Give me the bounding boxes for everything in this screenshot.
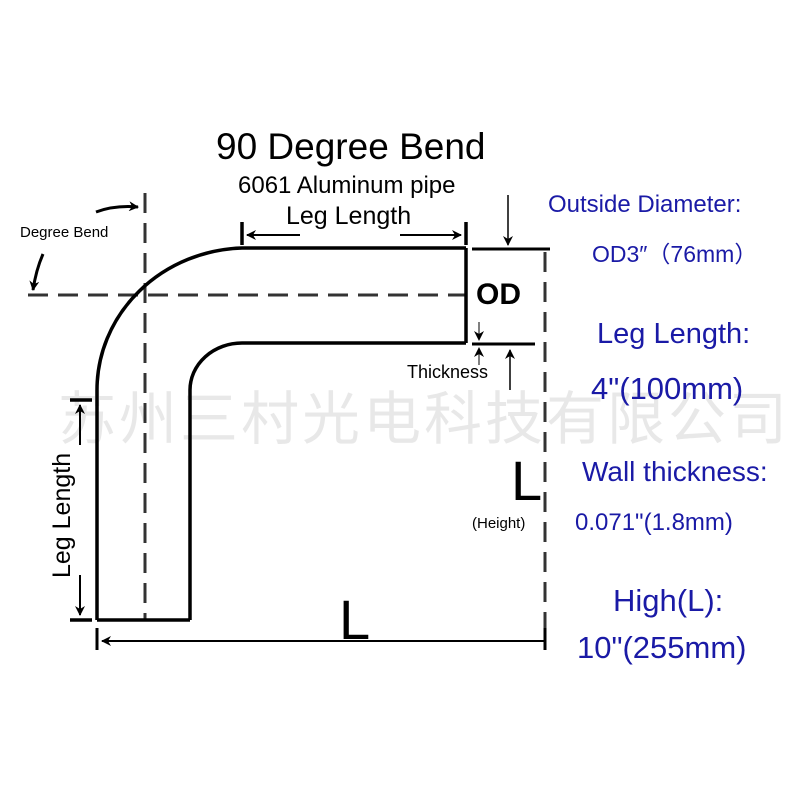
top-leg-dimension bbox=[240, 222, 468, 245]
leg-length-side-label: Leg Length bbox=[48, 452, 76, 578]
side-leg-dimension bbox=[70, 398, 92, 622]
height-letter: L bbox=[511, 449, 543, 512]
od-dimension bbox=[472, 195, 550, 390]
pipe-inner-wall bbox=[188, 341, 466, 620]
outside-diameter-value: OD3″（76mm） bbox=[592, 241, 758, 267]
high-label: High(L): bbox=[613, 583, 724, 618]
diagram-title: 90 Degree Bend bbox=[216, 126, 486, 167]
leg-length-spec-label: Leg Length: bbox=[597, 318, 751, 350]
degree-bend-label: Degree Bend bbox=[20, 224, 109, 241]
degree-bend-arrows bbox=[29, 201, 139, 291]
wall-thickness-value: 0.071"(1.8mm) bbox=[575, 509, 733, 536]
outside-diameter-label: Outside Diameter: bbox=[548, 191, 742, 218]
watermark: 苏州三村光电科技有限公司 bbox=[58, 385, 791, 453]
leg-length-top-label: Leg Length bbox=[286, 202, 412, 230]
high-value: 10"(255mm) bbox=[577, 630, 747, 665]
bottom-length-dimension bbox=[95, 628, 547, 650]
od-label: OD bbox=[476, 278, 521, 311]
wall-thickness-label: Wall thickness: bbox=[582, 456, 768, 487]
centerlines bbox=[28, 193, 547, 646]
height-caption: (Height) bbox=[472, 515, 526, 532]
diagram-subtitle: 6061 Aluminum pipe bbox=[238, 172, 456, 199]
leg-length-spec-value: 4"(100mm) bbox=[591, 371, 744, 406]
pipe-outline bbox=[95, 246, 468, 622]
bottom-length-letter: L bbox=[339, 588, 371, 651]
pipe-outer-wall bbox=[95, 246, 466, 620]
thickness-label: Thickness bbox=[407, 362, 489, 382]
